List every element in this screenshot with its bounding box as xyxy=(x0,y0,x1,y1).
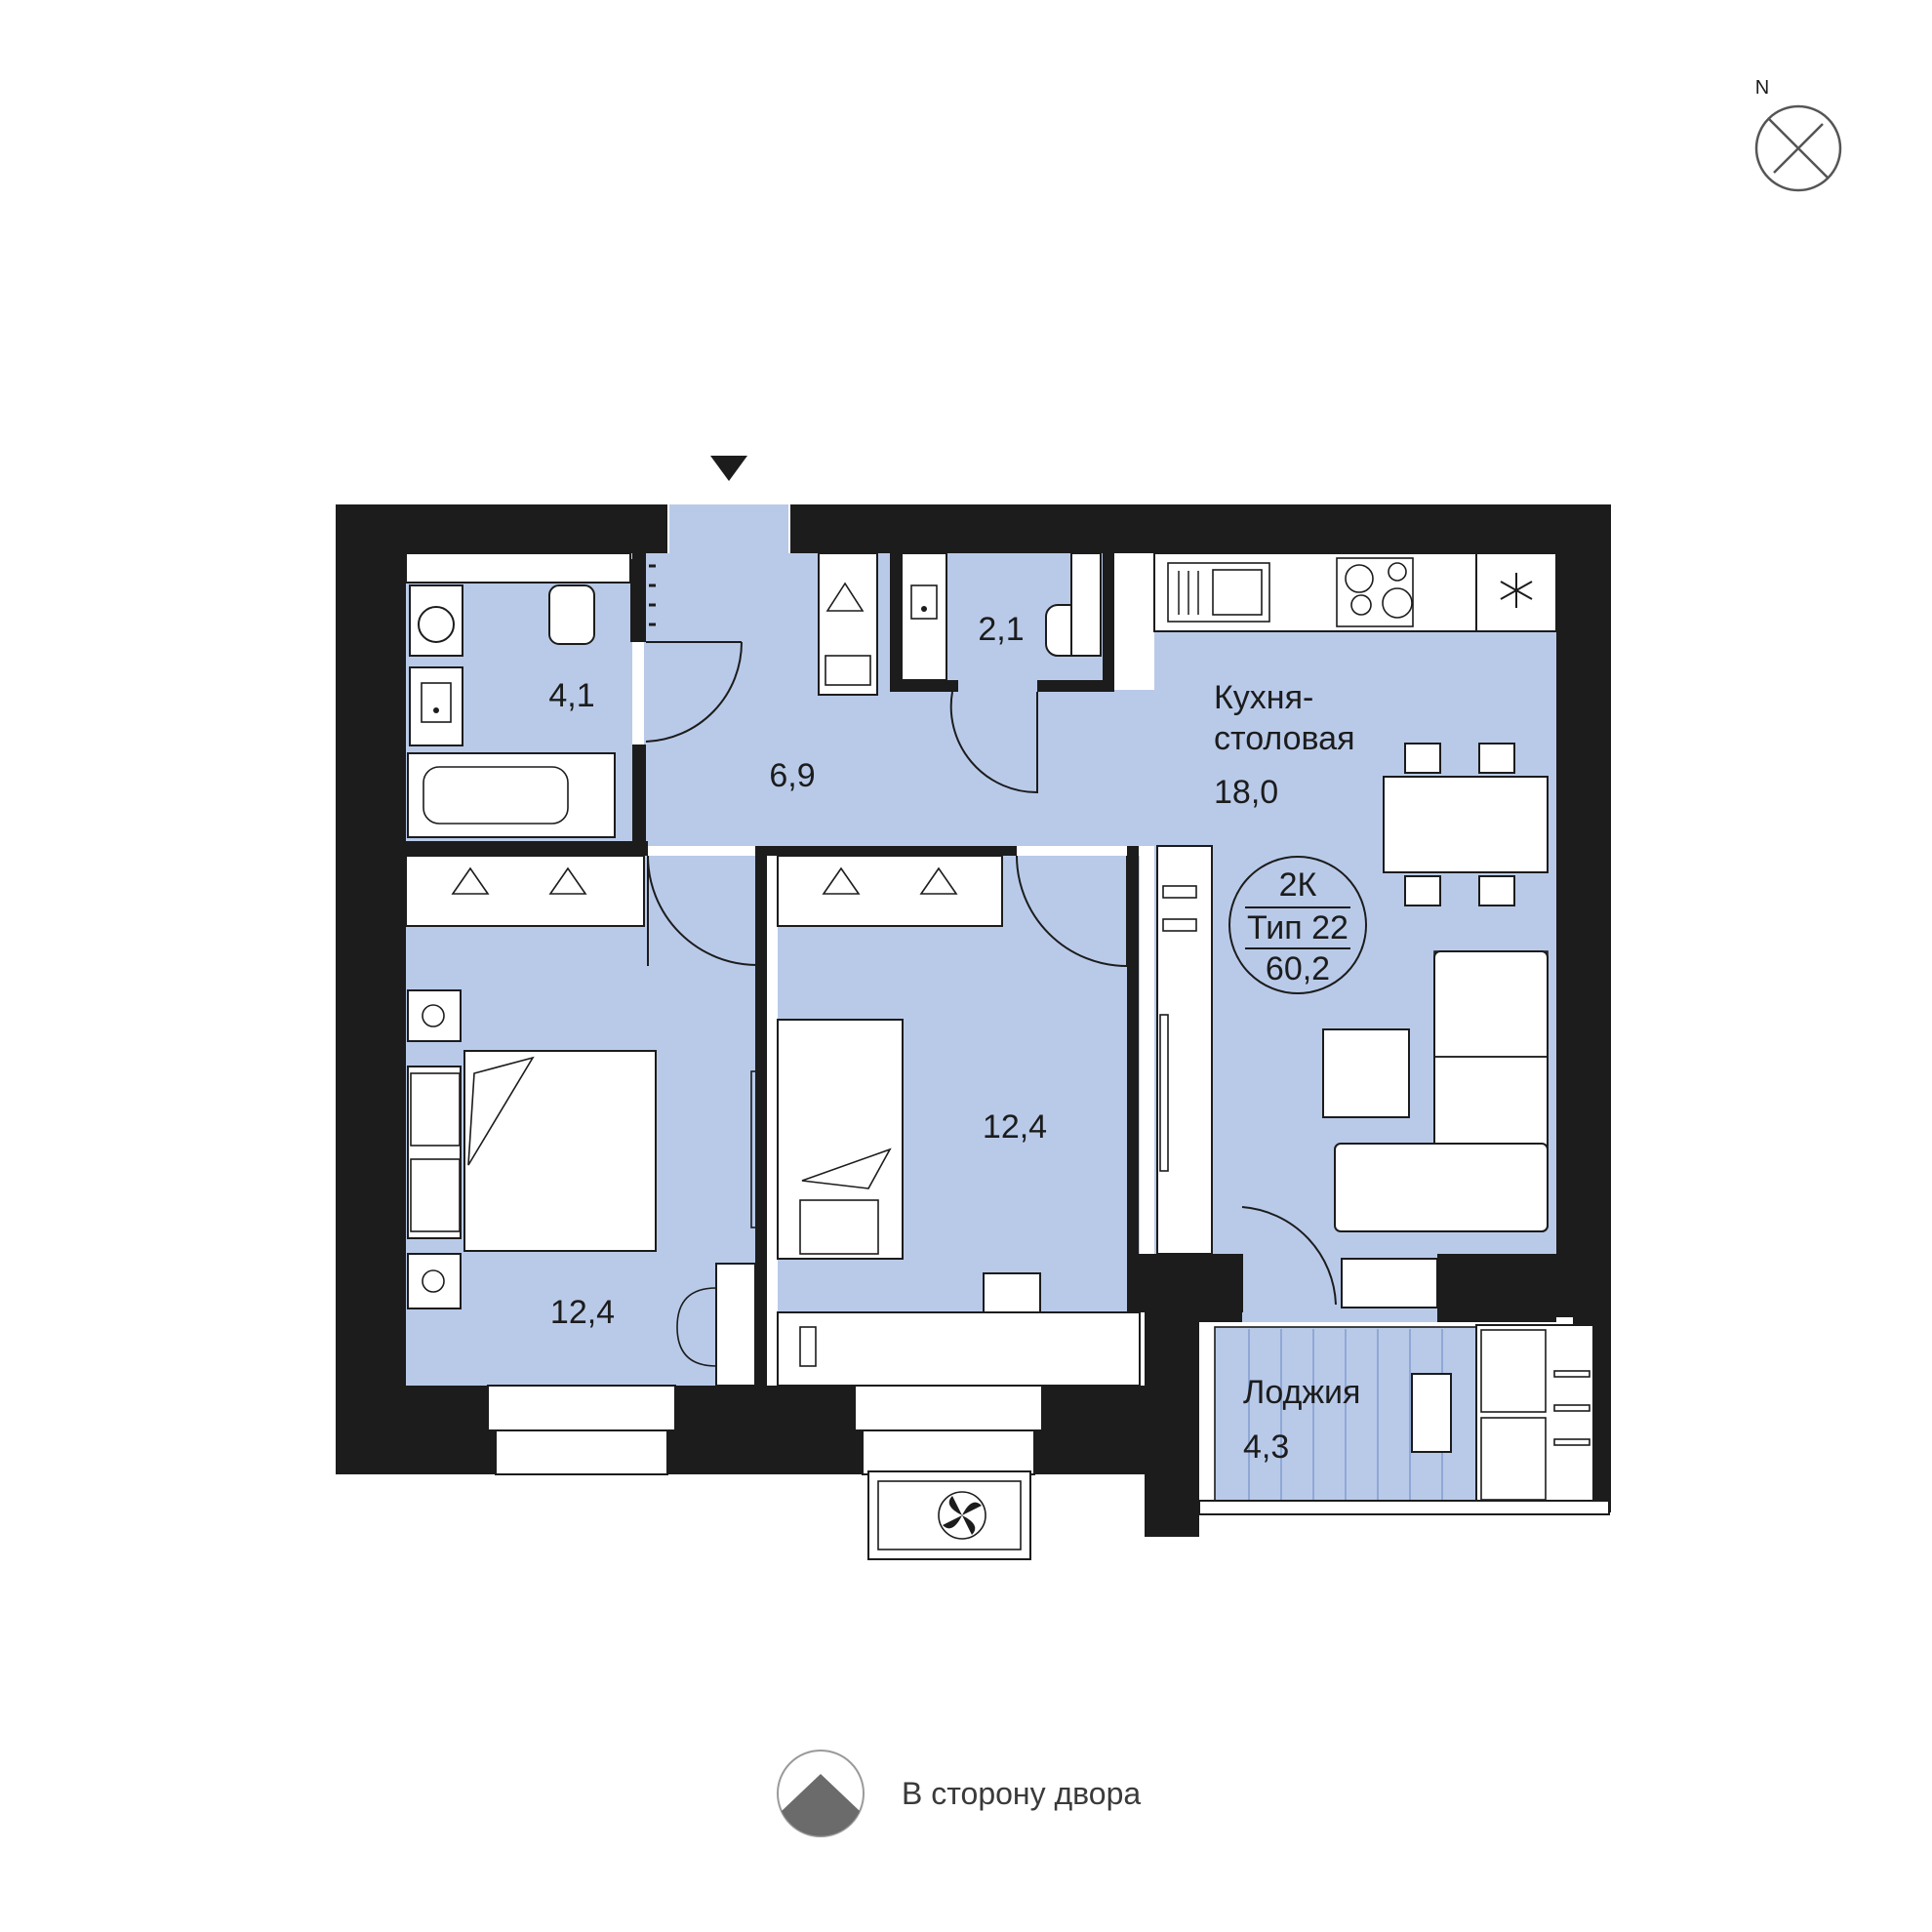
fan-icon xyxy=(938,1491,986,1540)
interior-walls xyxy=(406,546,1154,1386)
left-bedroom-furniture xyxy=(405,855,760,1387)
windows xyxy=(487,1385,1043,1475)
snowflake-icon xyxy=(1500,573,1533,608)
loggia-name: Лоджия xyxy=(1243,1374,1360,1411)
badge-type: Тип 22 xyxy=(1247,909,1348,946)
kitchen-name-2: столовая xyxy=(1214,720,1354,757)
wc-area: 2,1 xyxy=(978,611,1024,648)
bath-area: 4,1 xyxy=(548,677,594,714)
badge-area: 60,2 xyxy=(1266,950,1330,987)
orientation-icon xyxy=(777,1750,865,1837)
wc-fixtures xyxy=(901,552,1102,681)
doors xyxy=(645,641,1438,1312)
orientation-caption: В сторону двора xyxy=(902,1776,1141,1811)
hall-wardrobe xyxy=(818,552,878,696)
entrance-arrow-icon xyxy=(710,456,747,481)
badge-rooms: 2К xyxy=(1279,866,1317,904)
compass-label: N xyxy=(1755,77,1769,99)
loggia xyxy=(1198,1324,1610,1515)
compass-icon: N xyxy=(1754,77,1842,192)
bedroom-left-area: 12,4 xyxy=(550,1294,615,1331)
kitchen-area: 18,0 xyxy=(1214,774,1278,811)
kitchen-furniture xyxy=(1153,552,1557,1255)
bedroom-mid-area: 12,4 xyxy=(983,1108,1047,1146)
ac-unit xyxy=(867,1470,1031,1560)
kitchen-name-1: Кухня- xyxy=(1214,679,1313,716)
hall-area: 6,9 xyxy=(769,757,815,794)
apartment-badge: 2К Тип 22 60,2 xyxy=(1228,856,1367,994)
middle-bedroom-furniture xyxy=(777,855,1141,1387)
bathroom-fixtures xyxy=(405,552,656,838)
loggia-area: 4,3 xyxy=(1243,1429,1289,1466)
